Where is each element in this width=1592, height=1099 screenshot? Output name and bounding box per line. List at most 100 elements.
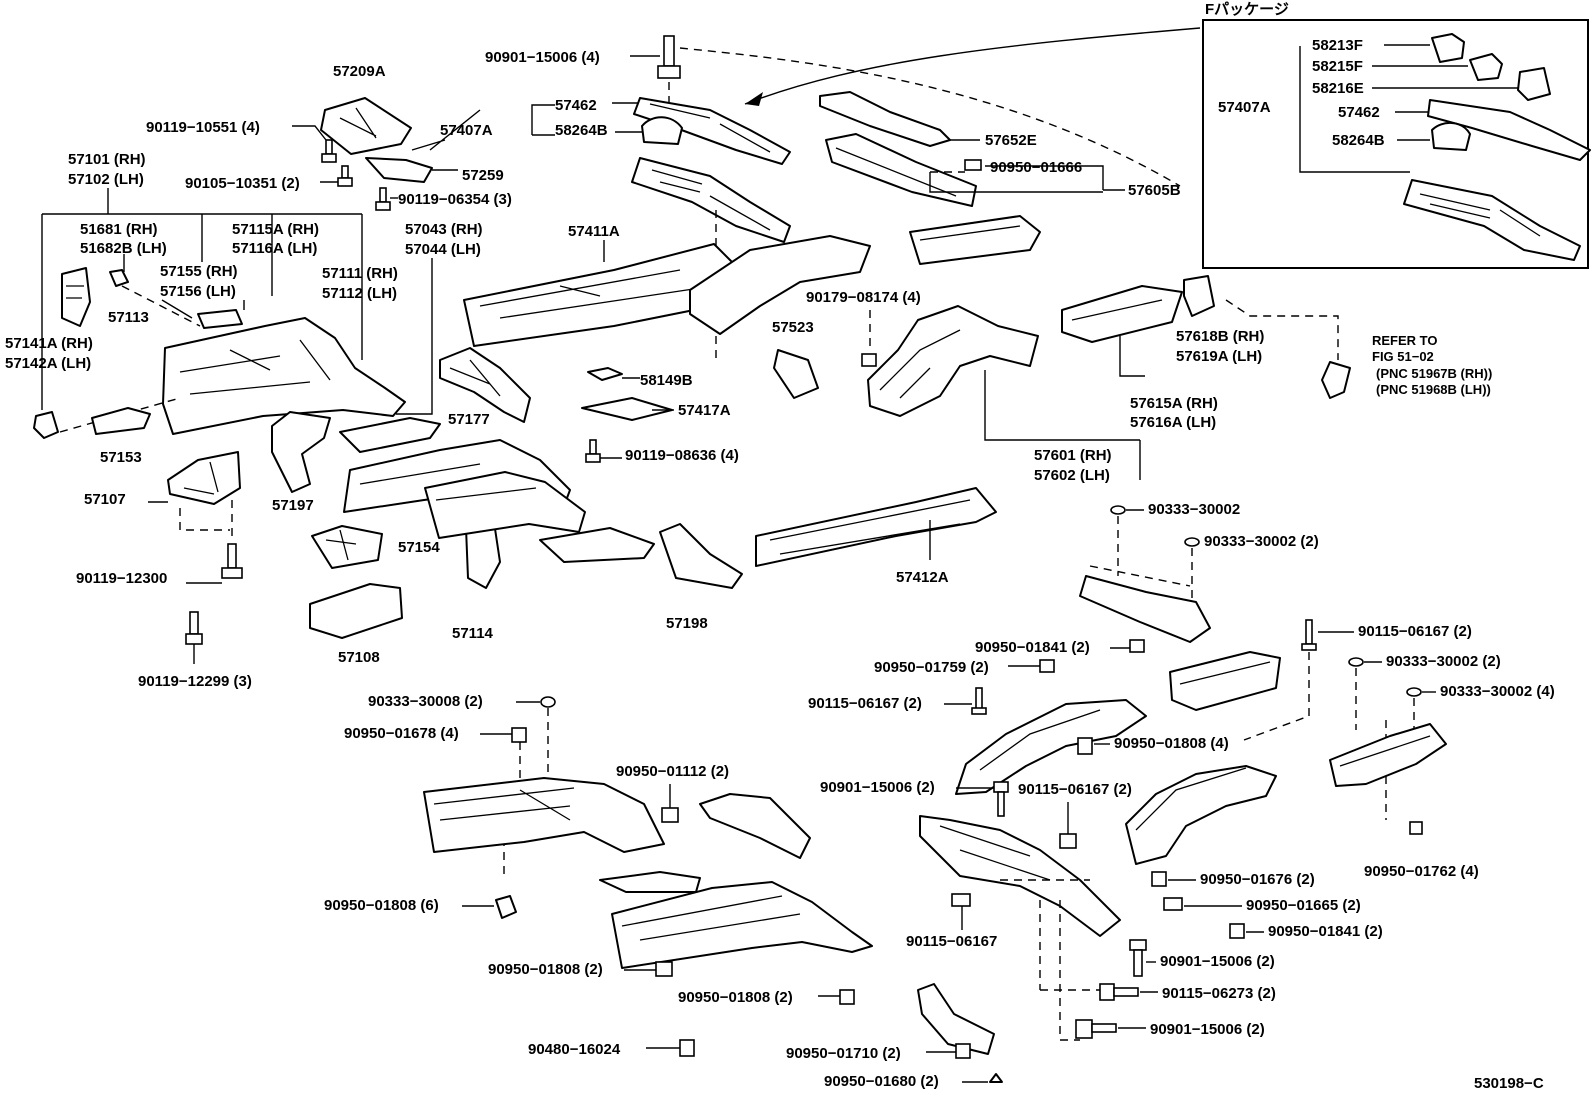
plug-90333-30002-a (1110, 505, 1126, 515)
label-90950-01710: 90950−01710 (2) (786, 1045, 901, 1062)
label-90950-01680: 90950−01680 (2) (824, 1073, 939, 1090)
dash-57107 (179, 500, 233, 540)
crossmember-57116A (424, 471, 586, 539)
bolt-90901-top (657, 35, 681, 79)
label-90115-06167-d: 90115−06167 (906, 933, 997, 950)
sill-57111 (162, 317, 406, 435)
bracket-57153 (91, 407, 151, 435)
label-90333-30002-d: 90333−30002 (4) (1440, 683, 1555, 700)
bracket-57209A (320, 97, 412, 155)
package-box-frame (1202, 19, 1589, 269)
label-90950-01759: 90950−01759 (2) (874, 659, 989, 676)
label-57652E: 57652E (985, 132, 1037, 149)
sill-left-lower (423, 777, 665, 853)
crossmember-detail (359, 463, 537, 501)
crossmember-57605-lower (909, 215, 1041, 265)
plug-90333-30008 (540, 696, 556, 708)
crossmember-center (919, 815, 1121, 937)
label-57259: 57259 (462, 167, 504, 184)
grommet-90950-01808-b (495, 895, 517, 919)
bracket-57618B (1183, 275, 1215, 317)
bracket-57108 (309, 583, 403, 639)
rail-57407A-detail (651, 169, 771, 231)
crossmember-right-1 (1079, 575, 1211, 643)
arch-57523-top (689, 235, 871, 335)
grommet-90950-01759 (1039, 659, 1055, 673)
bracket-57177-detail (449, 359, 501, 397)
label-57602: 57602 (LH) (1034, 467, 1110, 484)
plug-90333-30002-c (1348, 657, 1364, 667)
bracket-57154-detail (325, 529, 357, 561)
arch-right-middle (955, 699, 1147, 795)
nut-90179-08174 (861, 353, 877, 367)
label-57412A: 57412A (896, 569, 949, 586)
dash-57605B (679, 47, 1181, 187)
label-57615A: 57615A (RH) (1130, 395, 1218, 412)
sill-left-lower-detail (433, 787, 575, 821)
bolt-90119-06354 (375, 187, 391, 211)
arch-57601-detail (879, 329, 961, 399)
label-90950-01666: 90950−01666 (990, 159, 1082, 176)
bracket-57417-lower (539, 527, 655, 563)
bracket-57197 (271, 411, 331, 493)
rail-57412A (755, 487, 997, 567)
clip-58149B (587, 367, 623, 381)
label-90119-10551: 90119−10551 (4) (146, 119, 260, 136)
grommet-90950-01762 (1409, 821, 1423, 835)
crossmember-right-3-detail (1339, 735, 1431, 767)
bolt-90119-12299 (185, 611, 203, 645)
label-90950-01678: 90950−01678 (4) (344, 725, 459, 742)
label-90115-06167-a: 90115−06167 (2) (1358, 623, 1472, 640)
bracket-57141A (61, 267, 91, 327)
bolt-90115-06167-b (971, 687, 987, 715)
box-label-57407A: 57407A (1218, 99, 1271, 116)
label-57154: 57154 (398, 539, 440, 556)
bracket-lower-center (917, 983, 995, 1055)
label-51682B: 51682B (LH) (80, 240, 167, 257)
grommet-90950-01680 (989, 1073, 1003, 1083)
rail-right-2 (1169, 651, 1281, 711)
label-57177: 57177 (448, 411, 490, 428)
grommet-90950-01676 (1151, 871, 1167, 887)
rail-57462-box (1427, 99, 1591, 161)
bracket-left-small (599, 871, 701, 893)
label-90115-06167-c: 90115−06167 (2) (1018, 781, 1132, 798)
arch-right-lower (1125, 765, 1277, 865)
sill-left-bottom (611, 881, 873, 969)
label-57616A: 57616A (LH) (1130, 414, 1216, 431)
bolt-90119-12300 (221, 543, 243, 579)
bracket-57155 (197, 309, 243, 329)
rail-57462-detail (649, 103, 771, 153)
grommet-90950-01678 (511, 727, 527, 743)
sill-57111-detail (179, 339, 331, 395)
label-57156: 57156 (LH) (160, 283, 236, 300)
label-90950-01676: 90950−01676 (2) (1200, 871, 1315, 888)
arch-right-middle-detail (979, 709, 1101, 771)
clip-58264B (641, 116, 683, 145)
rail-57462 (633, 97, 791, 165)
label-57116A: 57116A (LH) (232, 240, 317, 257)
label-90333-30002-c: 90333−30002 (2) (1386, 653, 1501, 670)
dash-refer (1225, 299, 1339, 360)
label-57102: 57102 (LH) (68, 171, 144, 188)
bracket-57141A-detail (66, 285, 84, 299)
label-90950-01841-a: 90950−01841 (2) (975, 639, 1090, 656)
box-label-58215F: 58215F (1312, 58, 1363, 75)
label-51681: 51681 (RH) (80, 221, 158, 238)
label-57043: 57043 (RH) (405, 221, 483, 238)
clip-51681 (109, 269, 129, 287)
bracket-57417A (581, 397, 673, 421)
label-57618B: 57618B (RH) (1176, 328, 1264, 345)
leader-90119-10551 (292, 125, 327, 141)
label-57155: 57155 (RH) (160, 263, 238, 280)
arrow-to-assembly (744, 27, 1201, 105)
dash-90115-a (1243, 652, 1310, 741)
leader-57601 (984, 370, 1141, 480)
label-57601: 57601 (RH) (1034, 447, 1112, 464)
grommet-90950-01841-b (1229, 923, 1245, 939)
box-label-58216E: 58216E (1312, 80, 1364, 97)
label-90901-15006-top: 90901−15006 (4) (485, 49, 600, 66)
bracket-57198 (659, 523, 743, 589)
arch-right-lower-detail (1135, 767, 1247, 831)
